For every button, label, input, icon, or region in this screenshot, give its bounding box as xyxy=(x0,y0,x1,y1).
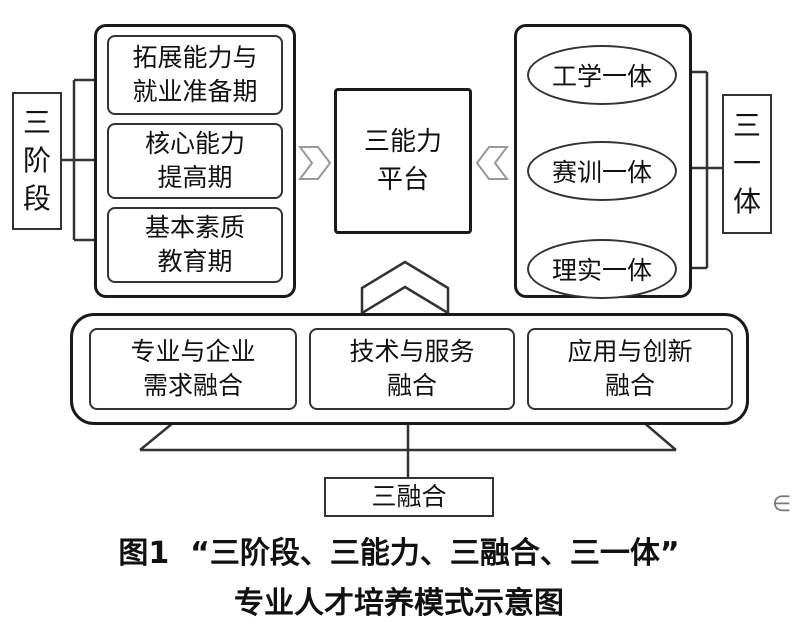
arrow-right-icon xyxy=(298,146,332,180)
stages-box: 拓展能力与 就业准备期 核心能力 提高期 基本素质 教育期 xyxy=(94,24,296,298)
platform-label: 三能力 平台 xyxy=(363,127,442,195)
integration-competition-training: 赛训一体 xyxy=(527,141,677,201)
fusion-industry-demand: 专业与企业 需求融合 xyxy=(89,328,297,410)
fusion-application-innovation: 应用与创新 融合 xyxy=(527,328,733,410)
figure-caption-line2: 专业人才培养模式示意图 xyxy=(234,586,564,621)
fusion-box: 专业与企业 需求融合 技术与服务 融合 应用与创新 融合 xyxy=(70,313,749,425)
fusion-label: 三融合 xyxy=(324,477,494,517)
margin-mark: ∈ xyxy=(772,492,792,517)
integration-label: 三 一 体 xyxy=(722,94,772,234)
arrow-left-icon xyxy=(475,146,509,180)
arrow-up-icon xyxy=(360,260,450,316)
stage-basic-quality: 基本素质 教育期 xyxy=(107,207,283,283)
fusion-tech-service: 技术与服务 融合 xyxy=(309,328,515,410)
stages-label: 三 阶 段 xyxy=(12,92,62,230)
figure-caption-line1: 图1 “三阶段、三能力、三融合、三一体” xyxy=(118,536,680,571)
integration-work-study: 工学一体 xyxy=(527,45,677,105)
integration-box: 工学一体 赛训一体 理实一体 xyxy=(514,24,692,299)
stage-career-prep: 拓展能力与 就业准备期 xyxy=(107,35,283,115)
integration-theory-practice: 理实一体 xyxy=(527,239,677,299)
stage-core-ability: 核心能力 提高期 xyxy=(107,123,283,199)
platform-box: 三能力 平台 xyxy=(334,88,472,234)
